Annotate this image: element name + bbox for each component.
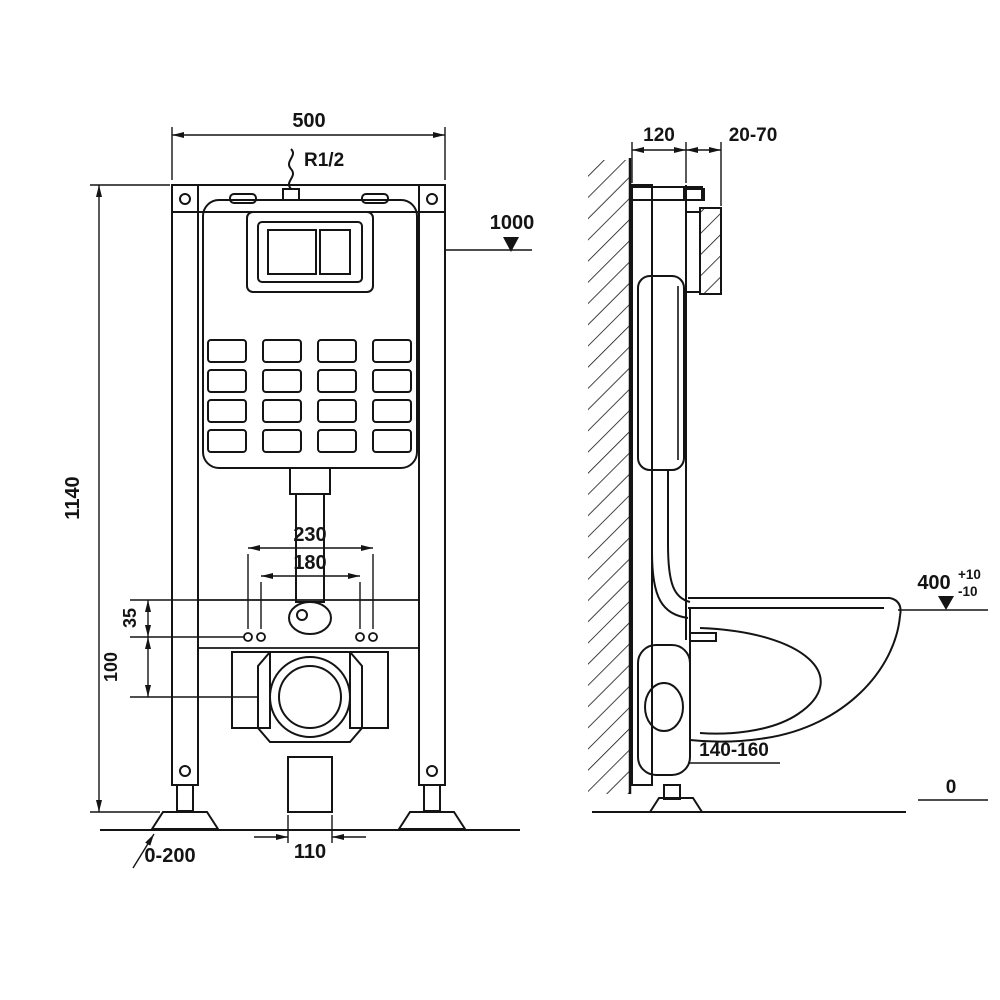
level-marker-1000: [503, 237, 519, 252]
top-rail-slot-left: [229, 193, 257, 204]
bowl-fixing-bolt: [689, 632, 717, 642]
foot-plate-side: [648, 797, 704, 813]
dim-bowl-height-label: 400: [917, 572, 950, 594]
frame-top-rail: [171, 184, 446, 213]
frame-left-rail: [171, 184, 199, 786]
flush-plate-frame: [246, 211, 374, 293]
dim-outlet-width-label: 110: [294, 841, 326, 863]
water-inlet-connection: [282, 148, 300, 201]
leg-side: [663, 784, 681, 800]
dim-bowl-tol-plus-label: +10: [958, 567, 981, 582]
floor-level-label: 0: [946, 777, 957, 798]
dim-span-inner-label: 180: [293, 552, 326, 574]
waste-housing-side: [637, 644, 691, 776]
level-marker-400: [938, 596, 954, 610]
dimension-labels: 500 R1/2 1000 1140 230 180 35 100 110 0-…: [62, 110, 981, 867]
flush-bend-outer: [651, 470, 689, 619]
flush-bend-side: [651, 470, 691, 619]
outlet-wing-right: [349, 651, 389, 729]
fixing-bolt-inner-left: [256, 632, 266, 642]
flush-pipe-collar: [289, 467, 331, 495]
dim-outlet-height-label: 140-160: [699, 740, 769, 761]
frame-screw-bottom-right: [426, 765, 438, 777]
top-wall-bracket: [631, 186, 703, 201]
flush-bend-inner: [667, 470, 691, 603]
flush-pipe-elbow: [288, 601, 332, 635]
front-view: [100, 148, 520, 831]
cistern-side: [637, 275, 685, 471]
wall-hatch: [588, 160, 630, 794]
dim-offset-100-label: 100: [101, 652, 121, 682]
bowl-rim-cap: [889, 597, 902, 617]
dim-frame-height-label: 1140: [62, 476, 84, 519]
frame-screw-top-left: [179, 193, 191, 205]
leader-foot-adjust: [132, 833, 155, 869]
leg-left: [176, 784, 194, 812]
bowl-inner-curve: [699, 627, 822, 735]
waste-outlet-inner: [278, 665, 342, 729]
waste-pipe-section: [644, 682, 684, 732]
flush-pipe: [288, 467, 332, 635]
flush-plate-side: [685, 211, 701, 293]
fixing-bolt-outer-left: [243, 632, 253, 642]
frame-screw-bottom-left: [179, 765, 191, 777]
dim-depth-label: 120: [643, 125, 675, 146]
dim-foot-adjust-label: 0-200: [144, 845, 195, 867]
top-fixing-bracket-head: [683, 188, 705, 201]
inlet-fitting: [282, 188, 300, 201]
waste-outlet-outer: [269, 656, 351, 738]
dim-clearance-label: 20-70: [729, 125, 778, 146]
waste-bend-side: [637, 644, 691, 776]
flush-button-small: [319, 229, 351, 275]
frame-side-profile: [631, 184, 722, 786]
side-view: [588, 158, 906, 813]
outlet-plate: [257, 651, 363, 743]
dim-width-label: 500: [292, 110, 325, 132]
side-foot: [592, 784, 906, 813]
waste-outlet-assembly: [231, 651, 389, 743]
frame-screw-top-right: [426, 193, 438, 205]
fixing-bolt-inner-right: [355, 632, 365, 642]
dim-span-outer-label: 230: [293, 524, 326, 546]
frame-back-rail-side: [631, 184, 653, 786]
concealed-cistern: [202, 199, 418, 469]
top-rail-slot-right: [361, 193, 389, 204]
flush-button-large: [267, 229, 317, 275]
leg-right: [423, 784, 441, 812]
bottom-outlet-pipe: [287, 756, 333, 813]
water-inlet-label: R1/2: [304, 150, 344, 171]
fixing-bolt-outer-right: [368, 632, 378, 642]
elbow-detail: [296, 609, 308, 621]
dim-bowl-tol-minus-label: -10: [958, 584, 978, 599]
inlet-hose: [288, 148, 294, 190]
foot-plate-right: [397, 811, 467, 830]
dim-offset-35-label: 35: [120, 608, 140, 628]
flush-plate-bezel: [257, 221, 363, 283]
cistern-body: [202, 199, 418, 469]
dimension-lines: [90, 127, 988, 869]
frame-feet: [100, 756, 520, 831]
fixing-crossbars: [198, 599, 419, 649]
dim-flush-height-label: 1000: [490, 212, 535, 234]
toilet-bowl-side: [688, 597, 902, 743]
frame-right-rail: [418, 184, 446, 786]
bowl-outline: [689, 615, 901, 743]
outlet-wing-left: [231, 651, 271, 729]
finished-wall-panel: [699, 207, 722, 295]
foot-plate-left: [150, 811, 220, 830]
cistern-mounting-pads: [207, 339, 412, 453]
